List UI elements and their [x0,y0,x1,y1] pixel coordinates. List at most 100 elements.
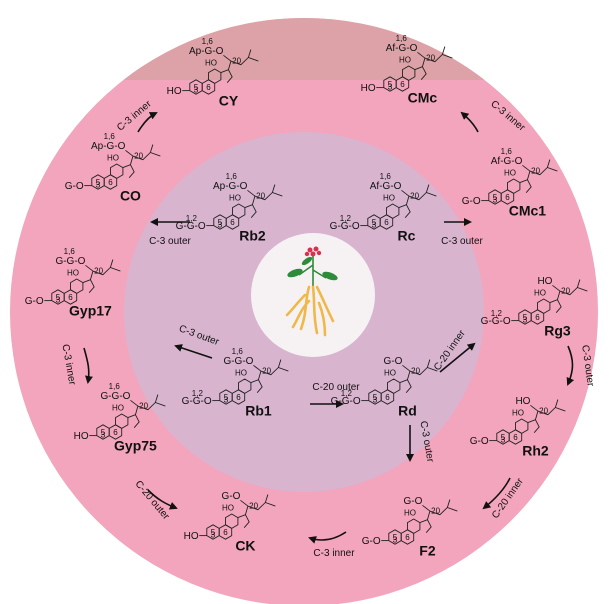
c12-hydroxyl-label: HO [384,368,396,377]
reaction-arrow [482,477,511,510]
steroid-skeleton [489,399,566,445]
c20-number: 20 [410,191,419,200]
c6-number: 6 [223,528,228,537]
sugar-c20-linkage: 1,6 [104,132,116,141]
c6-number: 6 [505,193,510,202]
steroid-skeleton [199,494,276,540]
c5-number: 5 [218,218,223,227]
c5-number: 5 [493,193,498,202]
reaction-arrow [147,489,178,510]
c6-number: 6 [400,80,405,89]
sugar-c20-linkage: 1,6 [380,172,392,181]
compound-name: Rg3 [544,323,571,339]
c3-number: 3 [493,196,498,205]
sugar-c3-linkage: 1,2 [186,214,198,223]
reaction-arrow [174,344,213,359]
sugar-c20-label: Af-G-O [491,156,523,167]
c3-number: 3 [393,536,398,545]
c20-number: 20 [431,506,440,515]
c20-number: 20 [134,151,143,160]
c3-number: 3 [523,316,528,325]
sugar-c3-label: G-G-O [331,396,361,407]
c5-number: 5 [523,313,528,322]
c6-number: 6 [236,393,241,402]
c12-hydroxyl-label: HO [399,55,411,64]
reaction-arrow [460,111,479,133]
sugar-c20-linkage: 1,6 [64,247,76,256]
sugar-c3-label: HO [167,86,182,97]
sugar-c20-label: Ap-G-O [91,141,126,152]
c20-number: 20 [531,166,540,175]
compound-name: Rb1 [245,403,272,419]
reaction-rc-cmc1: C-3 outer [441,218,484,247]
compound-name: Rd [398,403,417,419]
sugar-c20-label: Af-G-O [386,43,418,54]
sugar-c3-label: G-G-O [182,396,212,407]
compound-name: CMc [408,90,438,106]
c20-number: 20 [139,401,148,410]
reaction-label: C-3 outer [149,236,191,247]
c12-hydroxyl-label: HO [235,368,247,377]
steroid-skeleton [481,159,558,205]
sugar-c20-linkage: 1,6 [232,347,244,356]
c6-number: 6 [230,218,235,227]
c20-number: 20 [256,191,265,200]
sugar-c20-linkage: 1,6 [396,34,408,43]
c20-number: 20 [411,366,420,375]
compound-name: Rh2 [522,443,549,459]
c3-number: 3 [388,83,393,92]
sugar-c20-label: G-G-O [223,356,253,367]
compound-name: Rc [397,228,415,244]
c20-number: 20 [94,266,103,275]
c5-number: 5 [372,218,377,227]
steroid-skeleton [361,359,438,405]
c12-hydroxyl-label: HO [404,508,416,517]
steroid-skeleton [44,259,121,305]
sugar-c20-linkage: 1,6 [109,382,121,391]
c6-number: 6 [206,83,211,92]
sugar-c3-label: G-O [25,296,44,307]
compound-name: Rb2 [239,228,266,244]
sugar-c20-label: HO [537,276,552,287]
c12-hydroxyl-label: HO [512,408,524,417]
c3-number: 3 [96,181,101,190]
sugar-c20-linkage: 1,6 [202,37,214,46]
compound-name: CY [219,93,239,109]
c6-number: 6 [405,533,410,542]
c6-number: 6 [68,293,73,302]
sugar-c20-label: G-O [384,356,403,367]
top-cap [123,18,485,80]
c6-number: 6 [385,393,390,402]
sugar-c20-label: Af-G-O [370,181,402,192]
c5-number: 5 [96,178,101,187]
sugar-c20-label: G-G-O [55,256,85,267]
sugar-c3-linkage: 1,2 [491,309,503,318]
steroid-skeleton [84,144,161,190]
sugar-c3-label: G-G-O [481,316,511,327]
reaction-rb2-co: C-3 outer [149,218,192,247]
c12-hydroxyl-label: HO [112,403,124,412]
c20-number: 20 [249,501,258,510]
reaction-arrow [439,342,476,373]
steroid-skeleton [182,49,259,95]
c12-hydroxyl-label: HO [383,193,395,202]
c3-number: 3 [194,86,199,95]
c5-number: 5 [388,80,393,89]
steroid-skeleton [381,499,458,545]
steroid-skeleton [511,279,588,325]
c6-number: 6 [535,313,540,322]
sugar-c3-label: G-O [470,436,489,447]
reaction-arrow [308,531,347,544]
c12-hydroxyl-label: HO [222,503,234,512]
reaction-arrow [137,112,158,133]
c3-number: 3 [218,221,223,230]
c6-number: 6 [384,218,389,227]
